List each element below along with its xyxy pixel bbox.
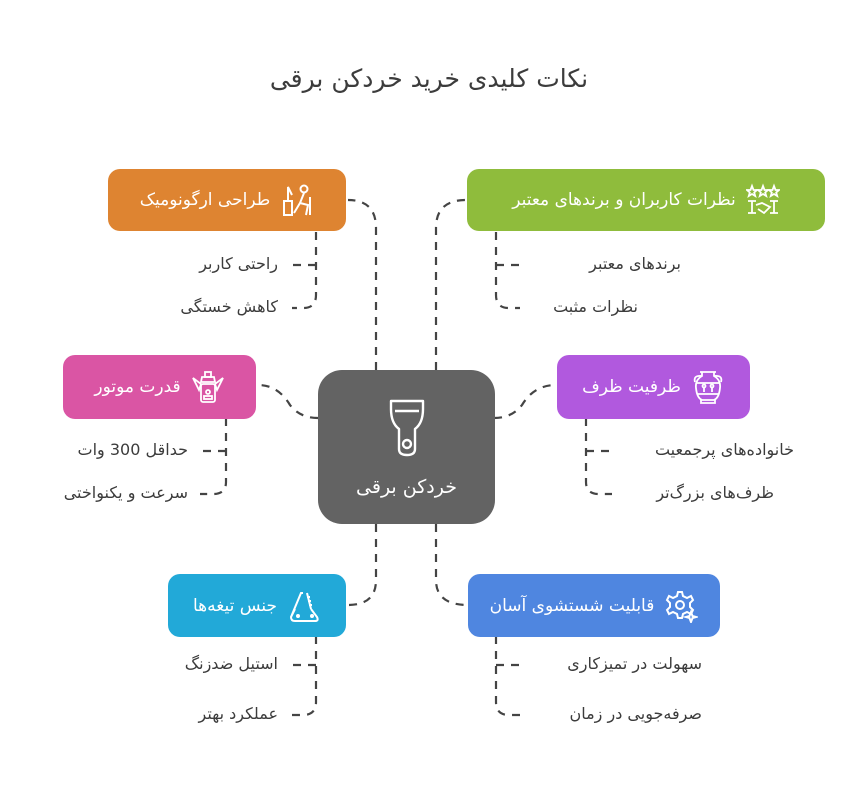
leaf-item: حداقل 300 وات — [77, 440, 188, 459]
leaf-item: صرفه‌جویی در زمان — [569, 704, 702, 723]
vase-icon — [691, 370, 725, 404]
gear-sparkle-icon — [664, 589, 699, 623]
branch-label: قدرت موتور — [94, 377, 181, 397]
diagram-title: نکات کلیدی خرید خردکن برقی — [269, 64, 589, 93]
branch-label: ظرفیت ظرف — [582, 377, 681, 397]
branch-label: طراحی ارگونومیک — [139, 190, 271, 210]
center-label: خردکن برقی — [356, 475, 457, 498]
branch-motor[interactable]: قدرت موتور — [63, 355, 256, 419]
leaf-item: ظرف‌های بزرگ‌تر — [656, 483, 774, 502]
center-node[interactable]: خردکن برقی — [318, 370, 495, 524]
peeler-icon — [387, 397, 427, 464]
motor-icon — [191, 370, 225, 404]
leaf-item: سهولت در تمیزکاری — [567, 654, 702, 673]
branch-label: جنس تیغه‌ها — [192, 595, 278, 616]
leaf-item: کاهش خستگی — [180, 297, 278, 316]
leaf-item: سرعت و یکنواختی — [63, 483, 188, 502]
ergonomic-desk-icon — [280, 183, 314, 217]
leaf-item: استیل ضدزنگ — [184, 654, 278, 673]
branch-capacity[interactable]: ظرفیت ظرف — [557, 355, 750, 419]
stars-handshake-icon — [745, 183, 780, 217]
leaf-item: نظرات مثبت — [553, 297, 638, 316]
leaf-item: برندهای معتبر — [589, 254, 681, 273]
leaf-item: راحتی کاربر — [199, 254, 278, 273]
branch-label: نظرات کاربران و برندهای معتبر — [512, 190, 736, 210]
branch-reviews[interactable]: نظرات کاربران و برندهای معتبر — [467, 169, 825, 231]
leaf-item: عملکرد بهتر — [198, 704, 278, 723]
branch-cleaning[interactable]: قابلیت شستشوی آسان — [468, 574, 720, 637]
branch-label: قابلیت شستشوی آسان — [489, 595, 655, 616]
branch-blades[interactable]: جنس تیغه‌ها — [168, 574, 346, 637]
knife-blade-icon — [287, 589, 321, 623]
leaf-item: خانواده‌های پرجمعیت — [654, 440, 794, 459]
branch-ergonomic[interactable]: طراحی ارگونومیک — [108, 169, 346, 231]
